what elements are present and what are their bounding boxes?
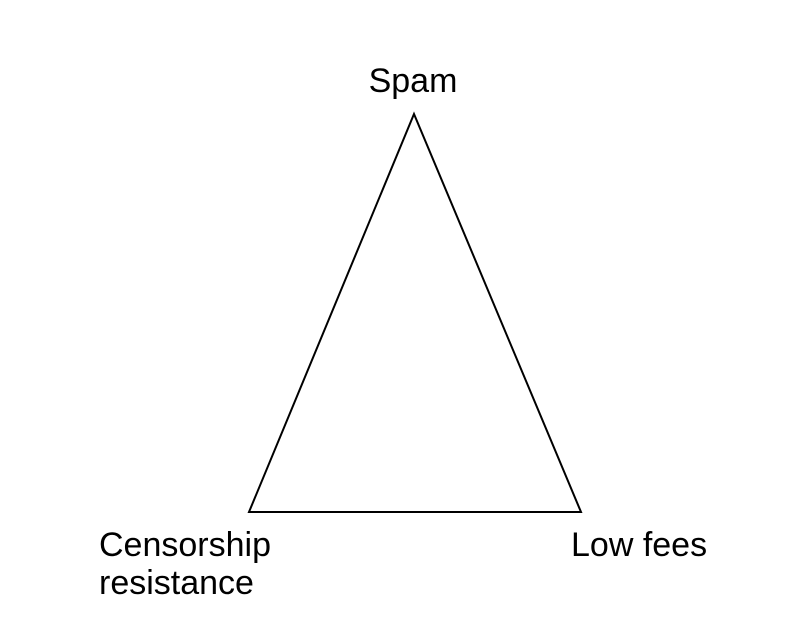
vertex-label-spam: Spam <box>368 62 458 100</box>
vertex-label-low-fees: Low fees <box>571 526 708 564</box>
vertex-label-censorship-line1: Censorship <box>99 526 271 564</box>
vertex-label-censorship-line2: resistance <box>99 564 254 602</box>
triangle-outline <box>247 111 583 513</box>
